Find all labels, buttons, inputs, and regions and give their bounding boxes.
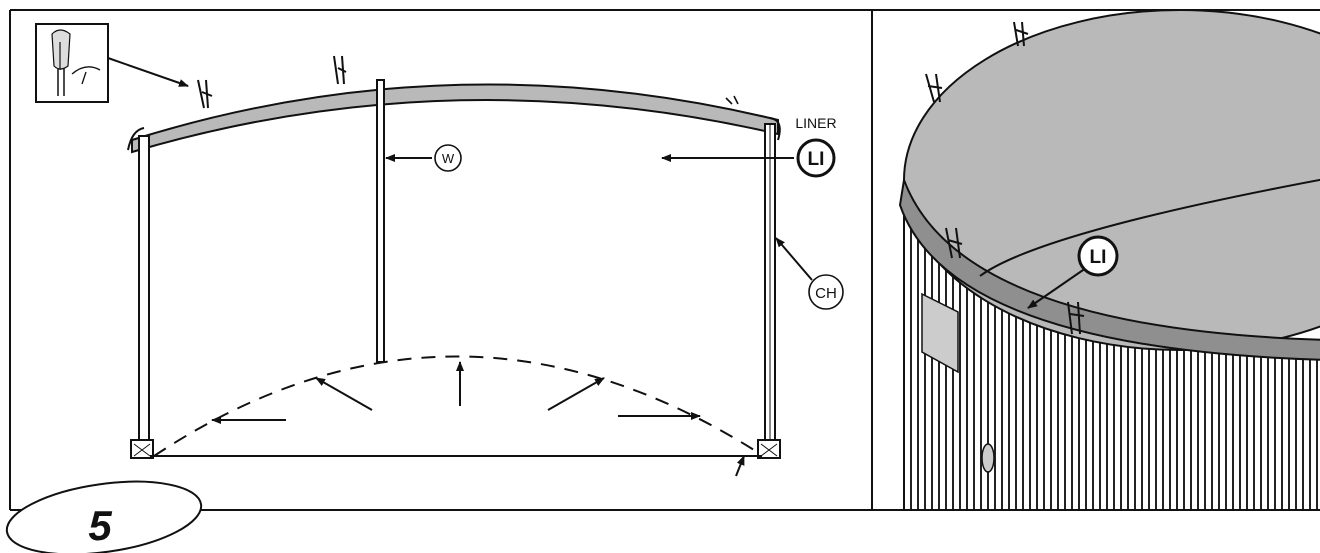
right-panel xyxy=(898,10,1320,510)
push-arrow xyxy=(735,455,745,477)
right-liner-callout-label: LI xyxy=(1090,247,1107,268)
channel-pointer-arrow xyxy=(775,237,813,281)
left-upright xyxy=(130,135,154,459)
left-panel: W LINER LI CH xyxy=(35,23,844,477)
push-arrow xyxy=(315,377,373,411)
coping-clip xyxy=(197,79,213,109)
figure-frame xyxy=(9,9,1320,511)
coping-clip xyxy=(925,73,943,103)
liner-callout-circle xyxy=(796,138,836,178)
liner-callout-label: LI xyxy=(808,149,825,170)
return-fitting xyxy=(981,443,995,473)
channel-callout-circle xyxy=(808,274,844,310)
channel-callout-label: CH xyxy=(815,285,837,302)
liner-word-label: LINER xyxy=(795,115,836,131)
push-arrow xyxy=(547,377,605,411)
coping-clip xyxy=(945,227,963,259)
detail-inset xyxy=(35,23,109,103)
middle-upright-wall xyxy=(376,79,385,363)
right-liner-callout-circle xyxy=(1077,235,1119,277)
skimmer-plate xyxy=(921,292,959,374)
right-upright xyxy=(757,123,781,459)
coping-clip xyxy=(1013,21,1029,47)
coping-band xyxy=(898,176,1320,361)
step-badge: 5 xyxy=(5,480,203,553)
coping-clip xyxy=(1067,301,1085,335)
step-number: 5 xyxy=(88,502,112,549)
liner-fold-line xyxy=(979,178,1320,277)
wall-callout-label: W xyxy=(442,151,455,166)
inset-pointer-arrow xyxy=(107,57,189,87)
coping-clip xyxy=(333,55,347,85)
wall-callout-circle xyxy=(434,144,462,172)
coping-clip xyxy=(725,95,739,105)
top-rail xyxy=(131,83,779,154)
right-liner-pointer-arrow xyxy=(1027,267,1087,309)
liner-dashed-curve xyxy=(153,355,755,457)
